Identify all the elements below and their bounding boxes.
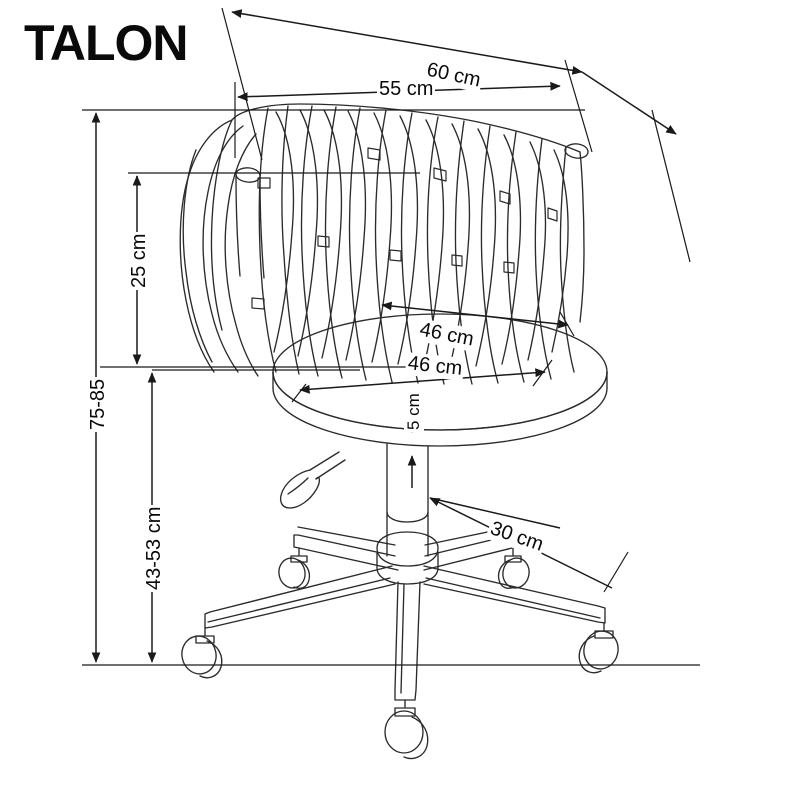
gas-lift-column <box>376 443 439 585</box>
page-title: TALON <box>24 15 188 71</box>
dimension-46cm-depth <box>381 301 569 329</box>
five-star-base <box>204 526 606 701</box>
dimension-label-75-85: 75-85 <box>87 376 110 432</box>
caster-wheels <box>181 547 619 760</box>
dimension-label-55cm: 55 cm <box>377 78 436 101</box>
dimension-label-5cm: 5 cm <box>404 391 424 432</box>
chair-illustration <box>179 103 619 760</box>
woven-backrest <box>179 103 589 385</box>
height-adjust-lever <box>279 451 346 509</box>
dimension-46cm-width <box>299 368 546 394</box>
dimension-label-43-53cm: 43-53 cm <box>143 504 166 592</box>
extension-lines <box>82 7 700 666</box>
dimension-label-25cm: 25 cm <box>128 231 151 290</box>
dimension-60cm <box>231 9 677 135</box>
